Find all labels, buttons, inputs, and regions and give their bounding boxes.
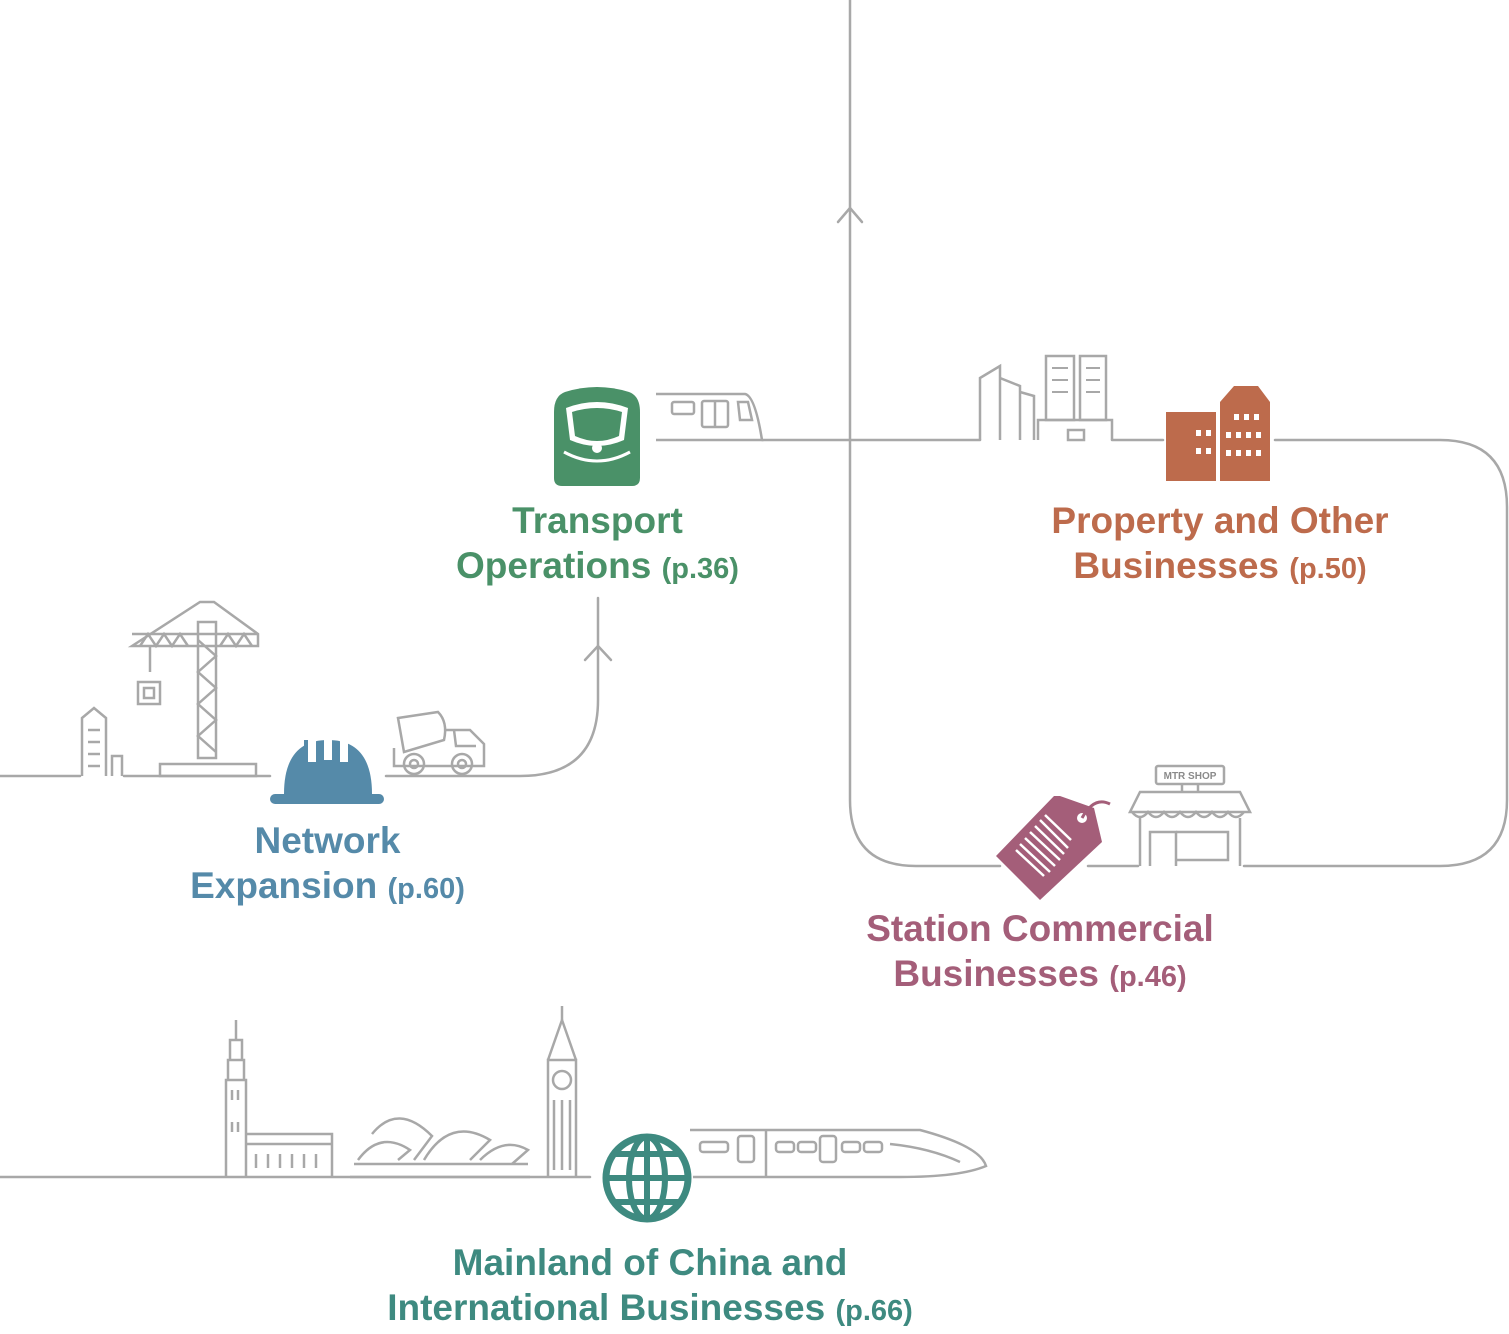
cement-truck-icon bbox=[392, 710, 486, 776]
price-tag-icon bbox=[996, 796, 1111, 900]
transport-title-line1: Transport bbox=[512, 500, 683, 541]
transport-title-line2-wrap: Operations (p.36) bbox=[400, 543, 795, 592]
property-businesses-label: Property and Other Businesses (p.50) bbox=[1005, 498, 1435, 592]
property-title-line2: Businesses bbox=[1073, 545, 1280, 586]
connector-lines bbox=[0, 0, 1509, 1179]
globe-icon bbox=[601, 1132, 693, 1224]
transport-page-ref: (p.36) bbox=[661, 553, 739, 585]
property-station-loop-line bbox=[1242, 438, 1509, 868]
mainland-international-label: Mainland of China and International Busi… bbox=[330, 1240, 970, 1334]
city-buildings-outline-icon bbox=[978, 354, 1114, 442]
network-title-line2: Expansion bbox=[190, 865, 378, 906]
station-title-line1: Station Commercial bbox=[866, 908, 1214, 949]
network-to-transport-line bbox=[384, 596, 600, 778]
station-page-ref: (p.46) bbox=[1109, 961, 1187, 993]
mtr-shop-icon bbox=[1127, 764, 1253, 866]
network-title-line2-wrap: Expansion (p.60) bbox=[150, 863, 505, 912]
buildings-icon bbox=[1166, 386, 1270, 481]
train-front-icon bbox=[554, 387, 640, 486]
property-page-ref: (p.50) bbox=[1289, 553, 1367, 585]
transport-operations-label: Transport Operations (p.36) bbox=[400, 498, 795, 592]
network-page-ref: (p.60) bbox=[387, 873, 465, 905]
property-title-line2-wrap: Businesses (p.50) bbox=[1005, 543, 1435, 592]
shop-sign-text: MTR SHOP bbox=[1164, 771, 1217, 782]
mainland-title-line2: International Businesses bbox=[387, 1287, 826, 1328]
mainland-title-line2-wrap: International Businesses (p.66) bbox=[330, 1285, 970, 1334]
station-commercial-label: Station Commercial Businesses (p.46) bbox=[830, 906, 1250, 1000]
station-title-line2-wrap: Businesses (p.46) bbox=[830, 951, 1250, 1000]
crane-icon bbox=[127, 600, 260, 778]
train-carriage-icon bbox=[656, 392, 764, 442]
up-arrow-icon bbox=[836, 206, 864, 224]
property-title-line1: Property and Other bbox=[1051, 500, 1389, 541]
station-title-line2: Businesses bbox=[893, 953, 1100, 994]
tower-building-outline-icon bbox=[80, 706, 124, 776]
transport-title-line2: Operations bbox=[456, 545, 652, 586]
vertical-main-line bbox=[848, 0, 1002, 868]
network-expansion-label: Network Expansion (p.60) bbox=[150, 818, 505, 912]
mainland-page-ref: (p.66) bbox=[835, 1295, 913, 1327]
city-skyline-outline-icon bbox=[224, 1006, 988, 1179]
mainland-title-line1: Mainland of China and bbox=[452, 1242, 848, 1283]
up-arrow-icon-2 bbox=[583, 644, 613, 662]
network-title-line1: Network bbox=[254, 820, 401, 861]
hard-hat-icon bbox=[270, 736, 384, 804]
